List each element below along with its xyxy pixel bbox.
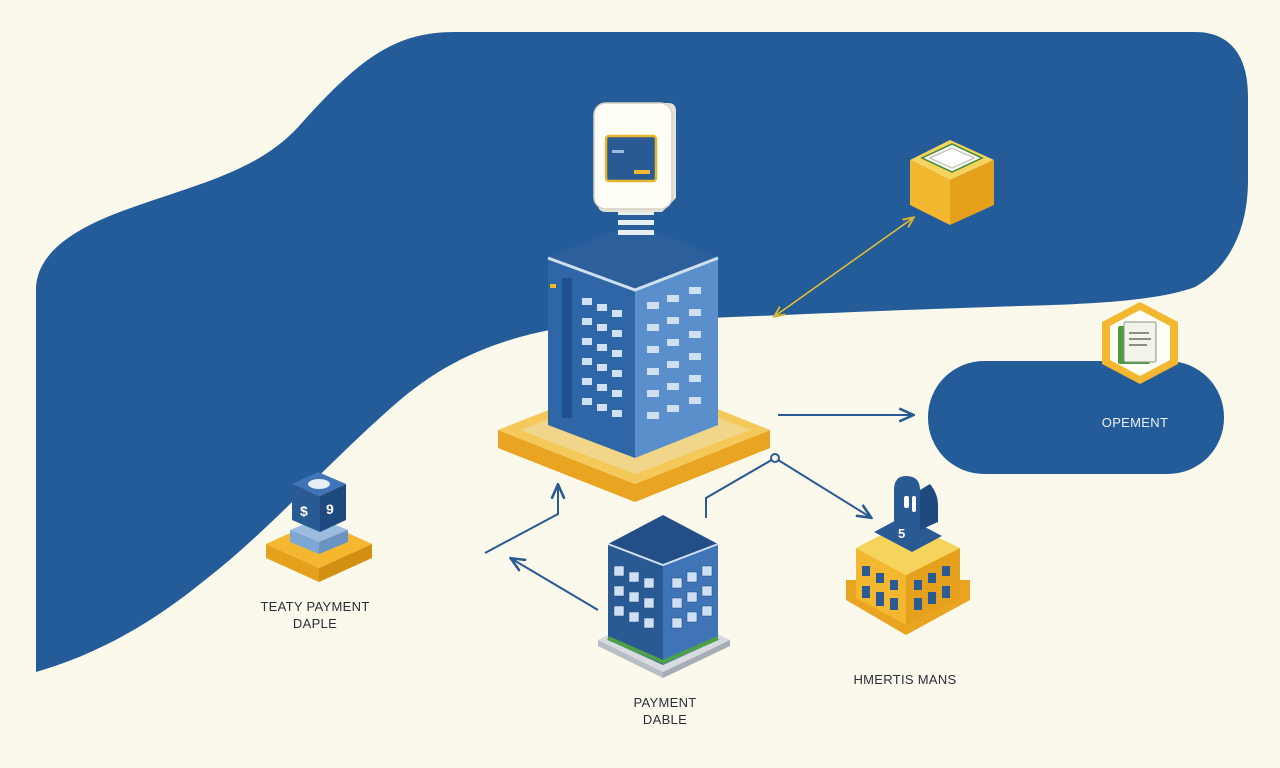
label-teaty-payment-line1: TEATY PAYMENT [260,599,370,614]
label-opement: OPEMENT [1080,414,1190,431]
label-payment-dable: PAYMENT DABLE [585,694,745,728]
label-teaty-payment: TEATY PAYMENT DAPLE [240,598,390,632]
document-hexagon-icon [1102,302,1178,384]
svg-text:9: 9 [326,501,334,517]
label-opement-text: OPEMENT [1101,415,1169,430]
arrow-payment-to-left [512,559,599,611]
label-hmertis-mans-text: HMERTIS MANS [853,672,957,687]
tower-building-icon [498,196,770,502]
label-payment-line2: DABLE [642,712,688,727]
connector-payment-to-kiosk [705,456,870,518]
card-sign-icon [593,102,676,212]
small-office-building-icon [598,515,730,678]
dollar-cube-icon: $ 9 [266,472,372,582]
package-cube-icon [910,140,994,225]
svg-text:5: 5 [898,526,905,541]
connector-node [770,453,780,463]
label-teaty-payment-line2: DAPLE [292,616,338,631]
arrow-tower-to-package [775,218,913,316]
payment-kiosk-icon: 5 [846,476,970,635]
opement-pill [928,361,1224,474]
label-payment-line1: PAYMENT [633,695,697,710]
arrow-up-to-tower [484,486,558,554]
label-hmertis-mans: HMERTIS MANS [815,671,995,688]
svg-text:$: $ [300,503,308,519]
